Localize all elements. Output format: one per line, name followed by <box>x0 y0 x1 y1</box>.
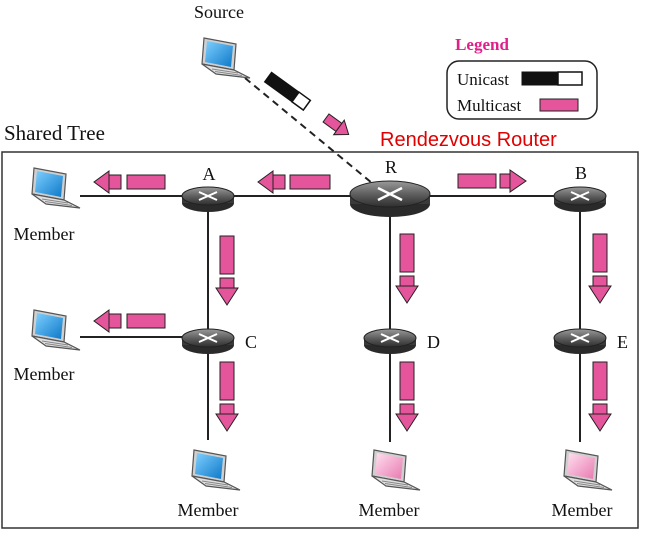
member-label: Member <box>552 500 613 520</box>
router-e-label: E <box>617 332 628 352</box>
multicast-arrow-icon <box>257 170 331 194</box>
multicast-arrow-icon <box>215 235 239 306</box>
unicast-packet-icon <box>263 71 312 112</box>
member-laptop-icon <box>563 449 613 491</box>
router-r-label: R <box>385 157 397 177</box>
source-laptop-icon <box>201 37 251 79</box>
member-label: Member <box>178 500 239 520</box>
router-a-icon <box>181 186 235 213</box>
unicast-path <box>244 77 379 189</box>
legend-multicast-icon <box>539 98 579 112</box>
router-c-icon <box>181 328 235 355</box>
router-d-label: D <box>427 332 440 352</box>
member-laptop-icon <box>371 449 421 491</box>
shared-tree-title: Shared Tree <box>4 121 105 145</box>
router-c-label: C <box>245 332 257 352</box>
legend-multicast-label: Multicast <box>457 96 521 115</box>
router-a-label: A <box>203 164 216 184</box>
multicast-arrow-icon <box>93 170 166 194</box>
member-laptop-icon <box>31 309 81 351</box>
multicast-arrow-icon <box>588 233 612 304</box>
multicast-arrow-icon <box>395 233 419 304</box>
router-r-icon <box>349 180 431 217</box>
legend-title: Legend <box>455 35 509 54</box>
multicast-arrow-icon <box>588 361 612 432</box>
network-links <box>80 195 581 442</box>
member-label: Member <box>14 364 75 384</box>
member-label: Member <box>14 224 75 244</box>
rendezvous-router-label: Rendezvous Router <box>380 129 557 151</box>
legend-unicast-icon <box>521 71 583 86</box>
member-laptop-icon <box>31 167 81 209</box>
router-d-icon <box>363 328 417 355</box>
router-b-label: B <box>575 163 587 183</box>
multicast-arrow-icon <box>457 169 527 193</box>
member-label: Member <box>359 500 420 520</box>
router-e-icon <box>553 328 607 355</box>
source-label: Source <box>194 2 244 22</box>
multicast-arrow-icon <box>93 309 166 333</box>
shared-tree-frame <box>1 151 639 529</box>
multicast-arrow-icon <box>215 361 239 432</box>
multicast-arrow-icon <box>322 113 350 136</box>
multicast-arrow-icon <box>395 361 419 432</box>
router-b-icon <box>553 186 607 213</box>
member-laptop-icon <box>191 449 241 491</box>
legend-unicast-label: Unicast <box>457 70 509 89</box>
